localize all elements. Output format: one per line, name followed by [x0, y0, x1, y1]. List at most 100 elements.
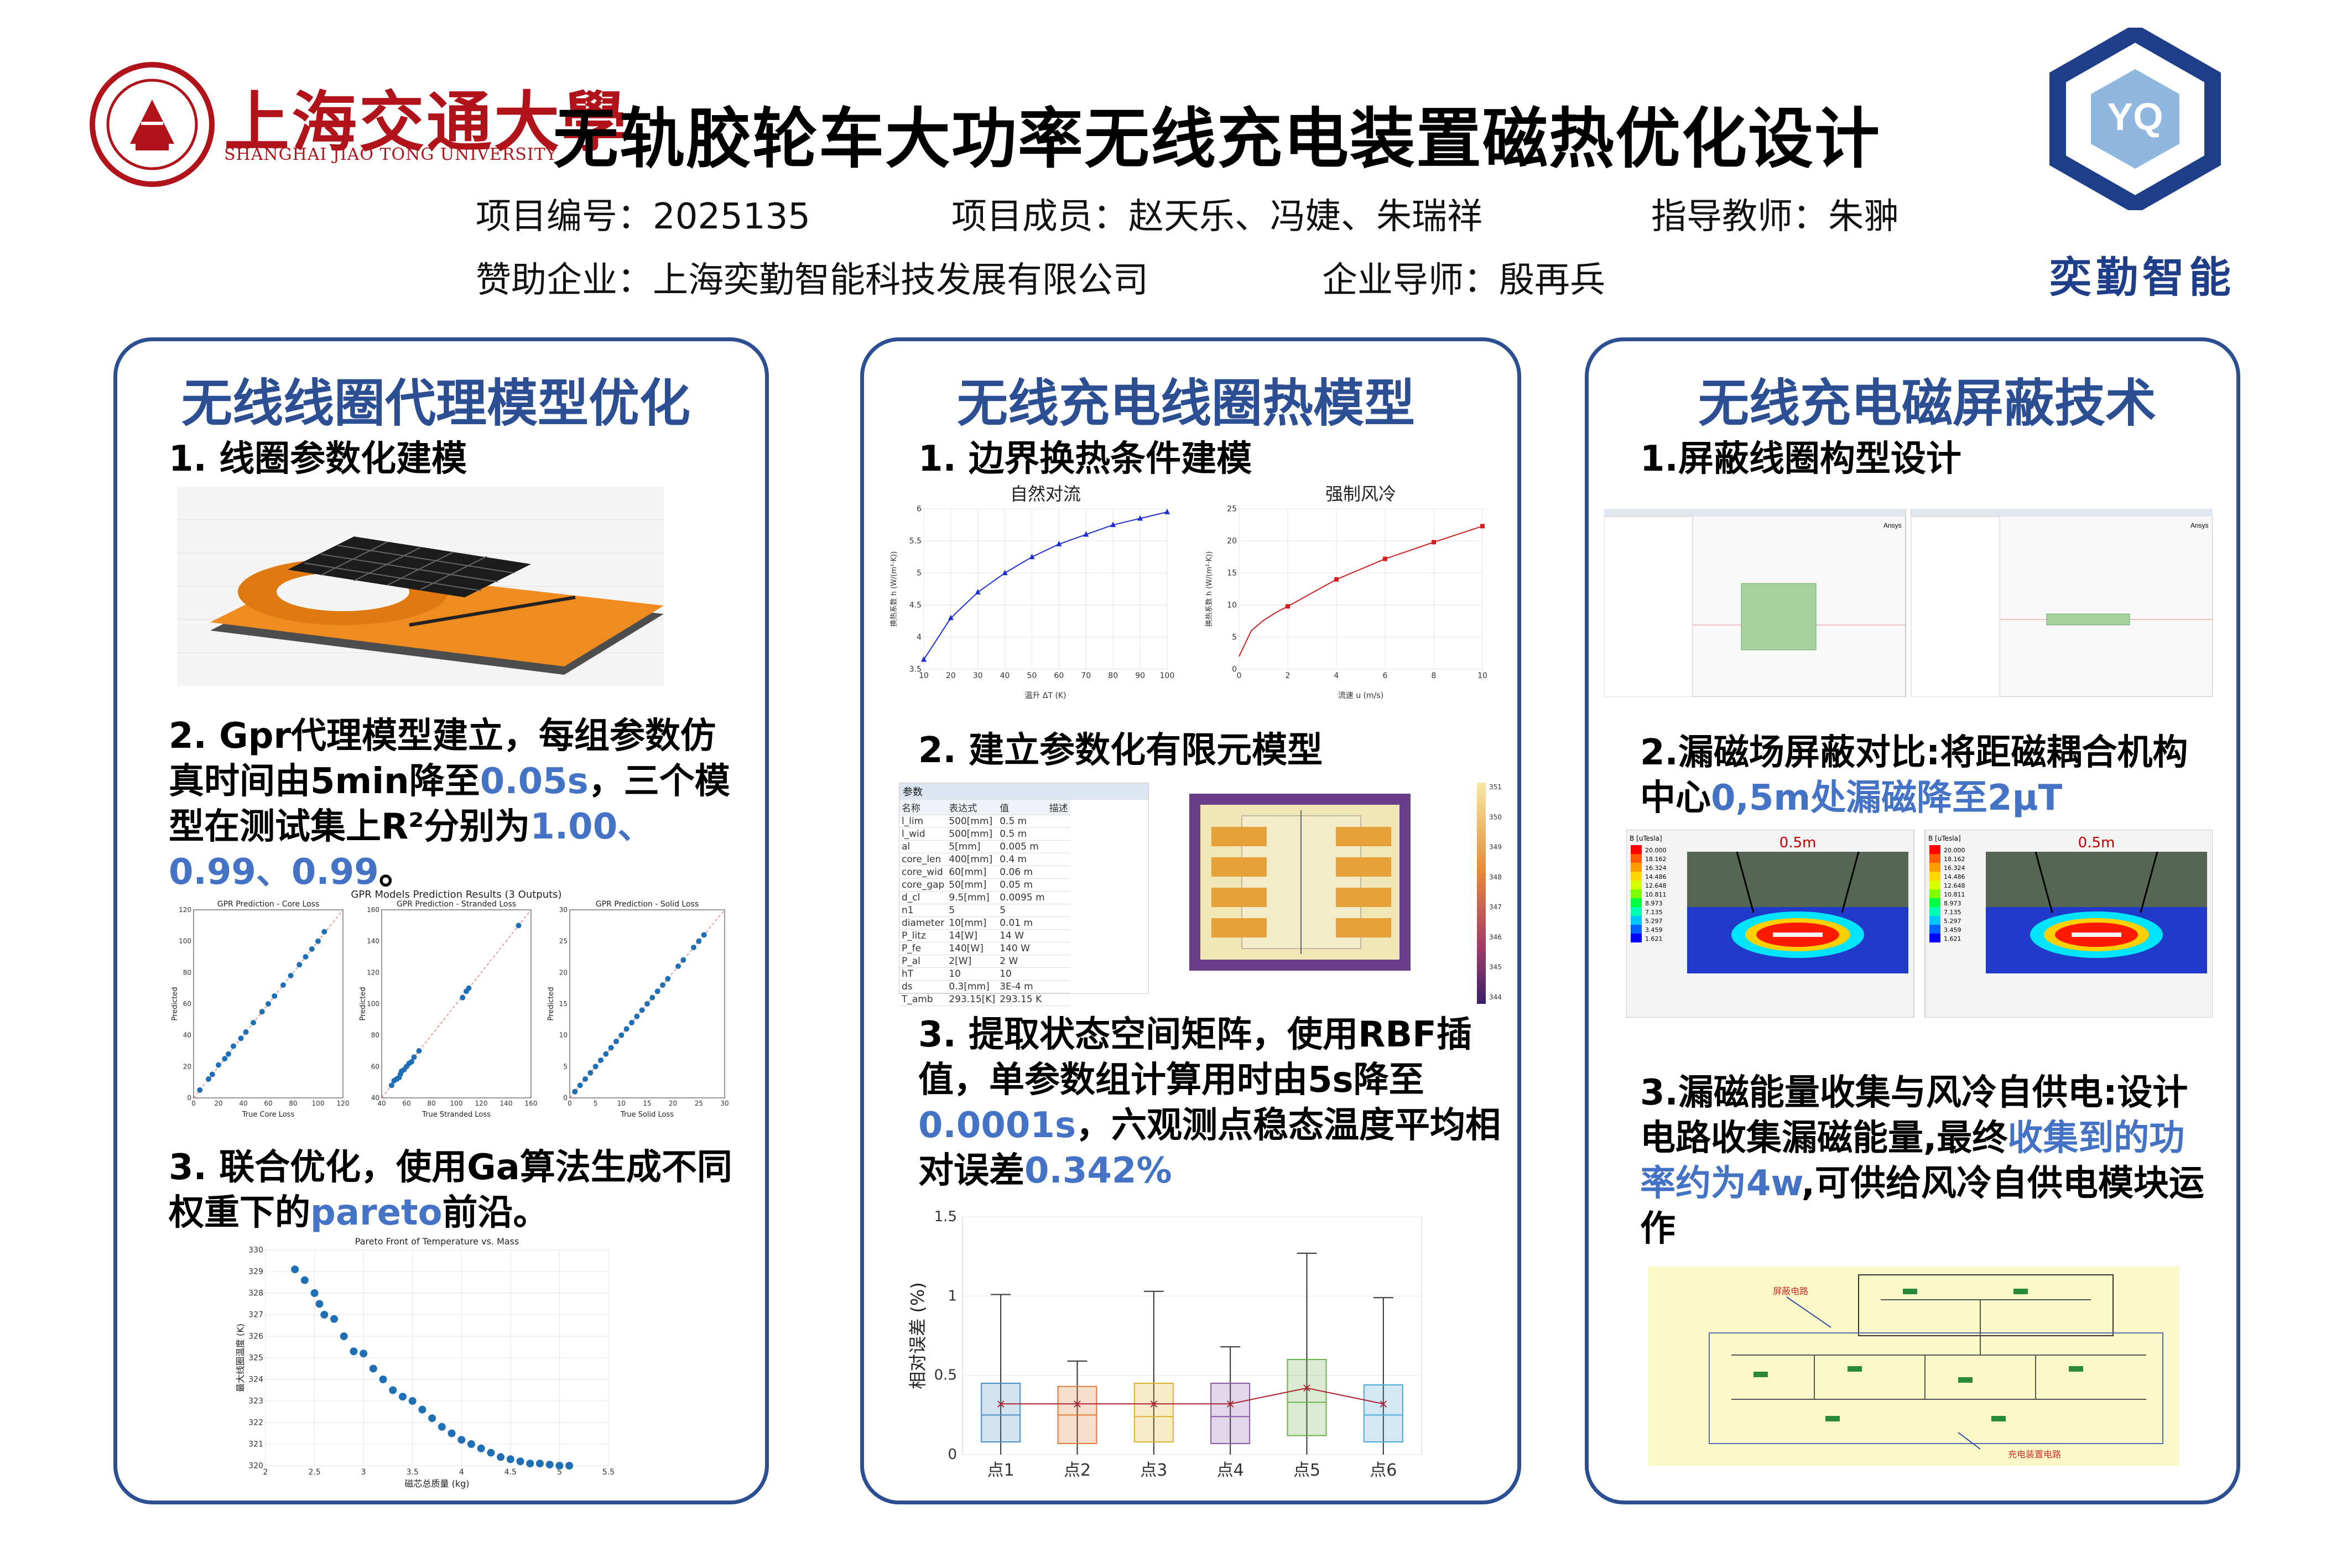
box [1210, 1383, 1251, 1444]
pareto-point [330, 1315, 338, 1323]
y-tick-label: 40 [183, 1032, 191, 1039]
data-point [216, 1062, 221, 1068]
y-tick-label: 60 [371, 1062, 379, 1070]
param-cell: 表达式 [946, 800, 998, 815]
legend-swatch [1929, 916, 1940, 925]
legend-swatch [1631, 889, 1642, 898]
legend-swatch [1631, 863, 1642, 872]
data-point [288, 973, 294, 978]
legend-swatch [1631, 925, 1642, 934]
pareto-point [291, 1265, 299, 1274]
series-line [923, 511, 1168, 660]
legend-value: 16.324 [1645, 864, 1667, 872]
data-point [696, 938, 702, 944]
data-point [231, 1043, 236, 1049]
x-axis-label: True Stranded Loss [422, 1111, 491, 1119]
distance-arrow [1841, 851, 1860, 913]
legend-value: 14.486 [1944, 873, 1965, 881]
data-point [613, 1039, 619, 1044]
gpr-prediction-charts: GPR Models Prediction Results (3 Outputs… [171, 889, 729, 1119]
box [1287, 1359, 1327, 1436]
x-tick-label: 2 [1286, 671, 1291, 680]
legend-value: 5.297 [1645, 918, 1663, 925]
university-seal-logo [90, 62, 215, 187]
param-cell: 0.4 m [997, 853, 1047, 866]
x-tick-label: 4 [1334, 671, 1339, 680]
colorbar-tick: 347 [1489, 903, 1502, 911]
y-axis-label: 换热系数 h (W/(m²·K)) [1205, 551, 1214, 627]
legend-swatch [1929, 898, 1940, 907]
pareto-point [369, 1364, 377, 1373]
param-cell [1047, 993, 1070, 1006]
data-point [649, 994, 655, 1001]
chart-title: 自然对流 [1010, 483, 1081, 504]
x-tick-label: 140 [500, 1100, 513, 1107]
y-tick-label: 140 [367, 937, 379, 945]
legend-value: 7.135 [1645, 909, 1663, 916]
y-tick-label: 0 [948, 1446, 957, 1463]
y-tick-label: 5 [1232, 633, 1237, 642]
mean-marker: × [1149, 1397, 1159, 1411]
param-cell: d_cl [899, 891, 947, 904]
param-cell: 50[mm] [946, 878, 998, 892]
param-cell: P_litz [899, 929, 947, 942]
param-cell: 描述 [1047, 800, 1070, 815]
x-tick-label: 4 [459, 1468, 464, 1477]
data-point [460, 994, 466, 1001]
pareto-point [315, 1300, 324, 1308]
distance-arrow [2034, 851, 2053, 913]
y-tick-label: 322 [248, 1419, 263, 1428]
panel2-step2: 2. 建立参数化有限元模型 [918, 730, 1323, 771]
legend-value: 8.973 [1944, 900, 1961, 907]
param-cell: 9.5[mm] [946, 891, 998, 904]
legend-value: 1.621 [1645, 935, 1663, 942]
y-tick-label: 80 [183, 968, 191, 976]
distance-label: 0.5m [2078, 835, 2115, 851]
data-point [296, 962, 303, 968]
y-tick-label: 328 [248, 1289, 263, 1298]
data-point [411, 1054, 417, 1060]
legend-value: 3.459 [1645, 926, 1663, 934]
legend-swatch [1929, 889, 1940, 898]
legend-value: 18.162 [1645, 856, 1667, 863]
data-point [280, 982, 286, 988]
param-cell: ds [899, 980, 947, 993]
param-cell: 293.15 K [997, 993, 1047, 1006]
param-cell: 60[mm] [946, 866, 998, 879]
distance-arrow [1736, 851, 1755, 913]
pareto-point [457, 1436, 466, 1444]
data-point [466, 985, 472, 991]
data-point [315, 938, 321, 944]
y-tick-label: 1 [948, 1288, 957, 1304]
pareto-point [350, 1347, 358, 1356]
university-name-cn: 上海交通大學 [224, 84, 629, 160]
data-point [639, 1007, 645, 1013]
gpr-suptitle: GPR Models Prediction Results (3 Outputs… [351, 889, 561, 900]
x-tick-label: 5 [594, 1100, 598, 1107]
param-cell: 名称 [899, 800, 947, 815]
mean-marker: × [1378, 1397, 1388, 1411]
y-tick-label: 10 [559, 1032, 568, 1039]
y-tick-label: 40 [371, 1094, 379, 1102]
x-tick-label: 点1 [987, 1461, 1014, 1480]
y-tick-label: 100 [179, 937, 191, 945]
y-tick-label: 0.5 [934, 1367, 957, 1384]
coil-3d-model-image [177, 487, 664, 686]
legend-swatch [1631, 872, 1642, 881]
x-tick-label: 点4 [1217, 1461, 1244, 1480]
param-cell: 0.01 m [997, 916, 1047, 930]
company-mentor: 企业导师：殷再兵 [1322, 260, 1605, 301]
param-cell: 500[mm] [946, 815, 998, 828]
param-cell: 值 [997, 800, 1047, 815]
legend-swatch [1929, 854, 1940, 863]
pareto-point [428, 1414, 436, 1423]
legend-value: 18.162 [1944, 856, 1965, 863]
x-tick-label: 点3 [1140, 1461, 1167, 1480]
y-tick-label: 25 [1227, 505, 1237, 514]
y-tick-label: 15 [559, 1000, 568, 1008]
box [1133, 1383, 1174, 1443]
param-cell: 0.06 m [997, 866, 1047, 879]
